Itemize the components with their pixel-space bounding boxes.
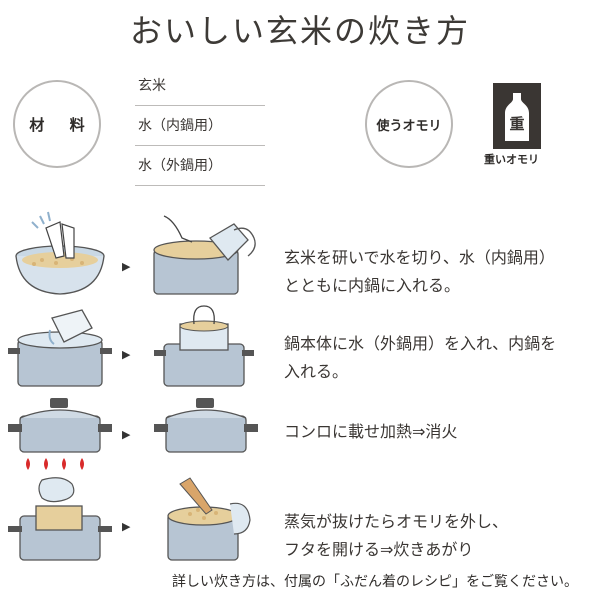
step-1-line-2: とともに内鍋に入れる。 bbox=[284, 276, 461, 295]
footer-note: 詳しい炊き方は、付属の「ふだん着のレシピ」をご覧ください。 bbox=[172, 574, 578, 590]
step-arrow: ▶ bbox=[122, 520, 131, 533]
step-4-line-1: 蒸気が抜けたらオモリを外し、 bbox=[284, 512, 509, 531]
weight-circle: 使うオモリ bbox=[365, 80, 453, 168]
material-item-outer-water: 水（外鍋用） bbox=[135, 146, 265, 186]
step-3-text: コンロに載せ加熱⇒消火 bbox=[284, 418, 457, 446]
step-3-line-1: コンロに載せ加熱⇒消火 bbox=[284, 422, 458, 441]
cooked-rice-illustration bbox=[167, 477, 251, 561]
pot-with-rice-water-illustration bbox=[153, 215, 256, 295]
remove-weight-open-lid-illustration bbox=[8, 477, 112, 561]
step-arrow: ▶ bbox=[122, 348, 131, 361]
inner-pot-into-pot-illustration bbox=[154, 305, 254, 387]
materials-circle: 材 料 bbox=[13, 80, 101, 168]
page-title: おいしい玄米の炊き方 bbox=[129, 12, 470, 50]
pouring-water-into-pot-illustration bbox=[8, 309, 112, 387]
step-4-text: 蒸気が抜けたらオモリを外し、 フタを開ける⇒炊きあがり bbox=[284, 508, 508, 564]
step-4-line-2: フタを開ける⇒炊きあがり bbox=[284, 540, 474, 559]
step-arrow: ▶ bbox=[122, 428, 131, 441]
materials-label: 材 料 bbox=[29, 115, 95, 134]
step-1-line-1: 玄米を研いで水を切り、水（内鍋用） bbox=[284, 248, 555, 267]
step-2-line-2: 入れる。 bbox=[284, 362, 349, 381]
washing-rice-illustration bbox=[15, 211, 105, 295]
step-1-text: 玄米を研いで水を切り、水（内鍋用） とともに内鍋に入れる。 bbox=[284, 244, 555, 300]
weight-icon-char: 重 bbox=[509, 115, 524, 133]
heavy-weight-icon: 重 bbox=[493, 83, 541, 149]
step-arrow: ▶ bbox=[122, 260, 131, 273]
material-item-rice: 玄米 bbox=[135, 66, 265, 106]
materials-list: 玄米 水（内鍋用） 水（外鍋用） bbox=[135, 66, 265, 186]
step-2-text: 鍋本体に水（外鍋用）を入れ、内鍋を 入れる。 bbox=[284, 330, 556, 386]
pressure-cooker-heating-illustration bbox=[8, 398, 112, 470]
weight-caption: 重いオモリ bbox=[484, 153, 539, 166]
material-item-inner-water: 水（内鍋用） bbox=[135, 106, 265, 146]
pressure-cooker-off-illustration bbox=[154, 398, 258, 453]
step-2-line-1: 鍋本体に水（外鍋用）を入れ、内鍋を bbox=[284, 334, 557, 353]
weight-label: 使うオモリ bbox=[376, 118, 442, 134]
